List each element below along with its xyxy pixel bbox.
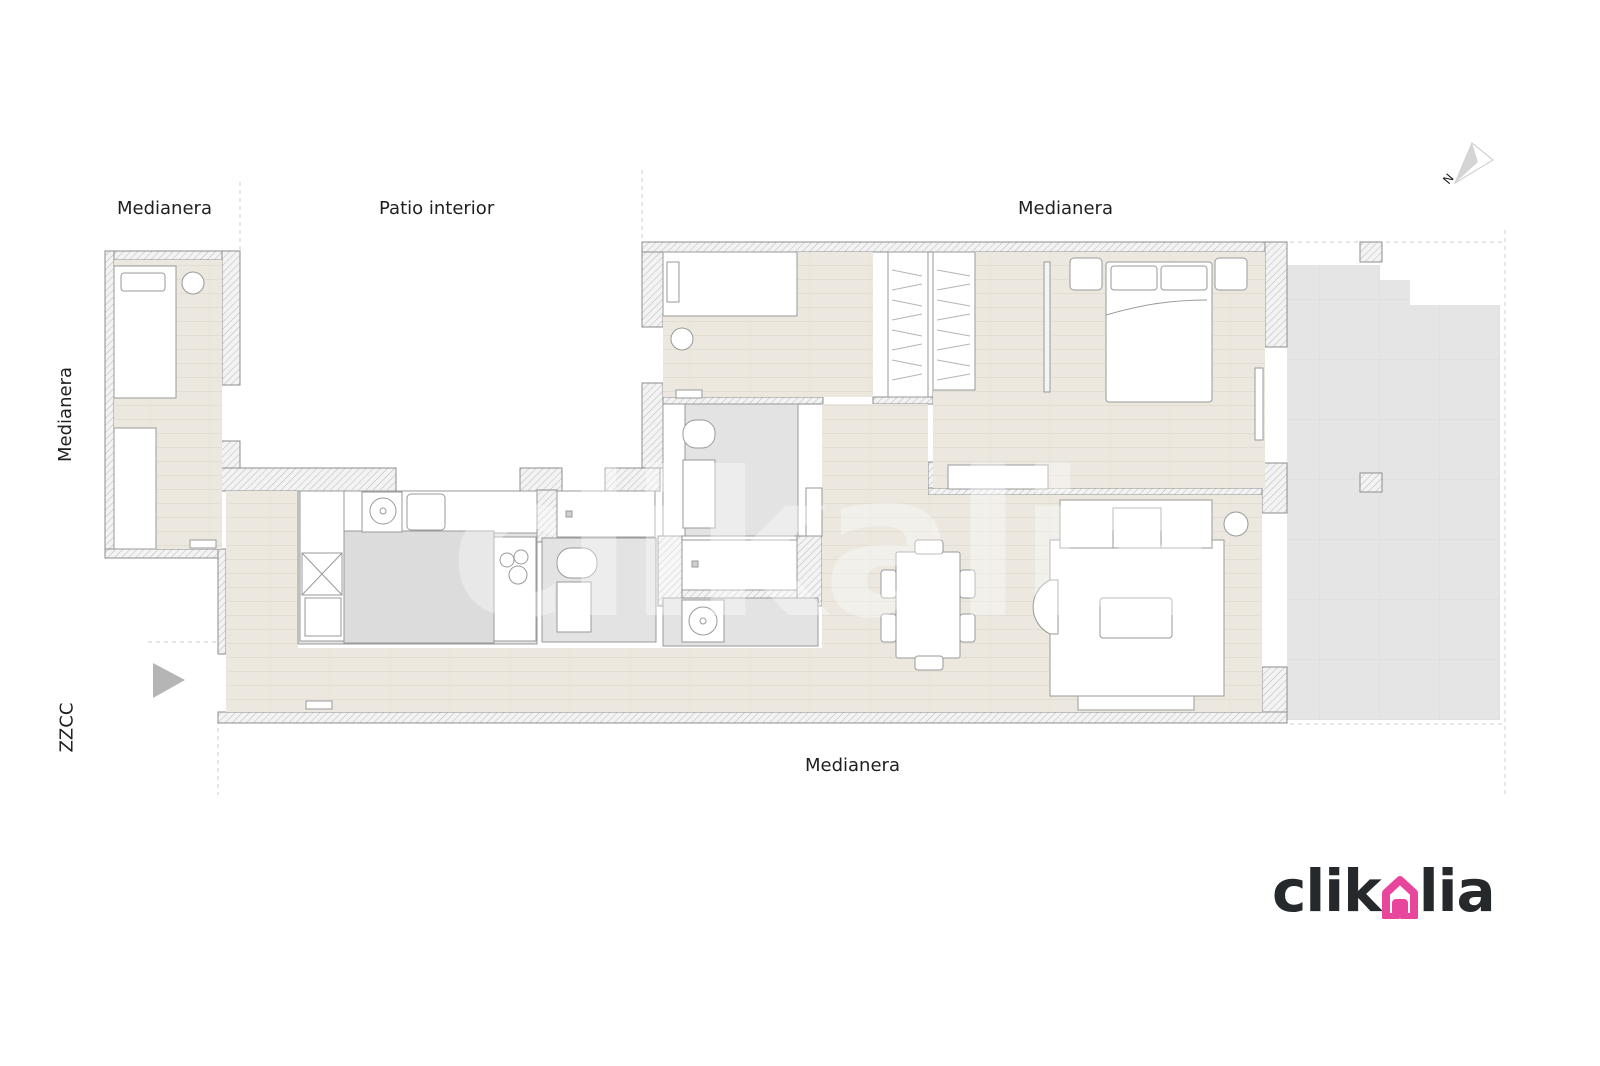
label-bottom: Medianera <box>805 755 900 776</box>
living-furniture <box>305 499 1249 711</box>
kitchen-fixtures <box>299 490 538 644</box>
terrace <box>1287 241 1500 720</box>
label-bottom-left: ZZCC <box>56 702 78 753</box>
bedroom-2-furniture <box>662 251 976 399</box>
logo-house-icon <box>1381 870 1418 921</box>
logo-prefix: clik <box>1272 857 1382 925</box>
guide-lines <box>148 170 1506 795</box>
master-bedroom-furniture <box>947 257 1264 490</box>
label-left-side: Medianera <box>54 367 76 462</box>
label-top-left: Medianera <box>117 198 212 219</box>
bedroom-small-furniture <box>113 265 217 550</box>
label-top-right: Medianera <box>1018 198 1113 219</box>
logo-suffix: lia <box>1418 857 1496 925</box>
label-top-middle: Patio interior <box>379 198 495 219</box>
bathroom-fixtures <box>556 403 823 643</box>
north-arrow-icon <box>1453 142 1494 185</box>
entrance-arrow-icon <box>153 663 185 698</box>
clikalia-logo: clik lia <box>1272 857 1496 925</box>
